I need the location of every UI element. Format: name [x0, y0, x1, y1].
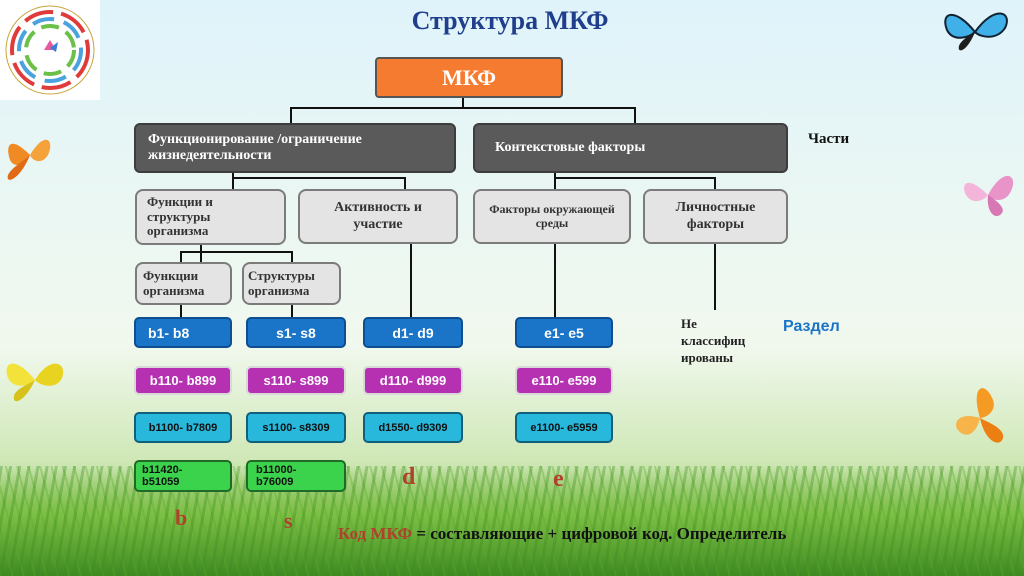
code-b-level3-label: b1100- b7809	[148, 421, 218, 434]
connector	[180, 304, 182, 318]
section-label: Раздел	[783, 318, 840, 335]
connector	[232, 172, 234, 190]
part-context-label: Контекстовые факторы	[495, 140, 646, 155]
code-s-level2-label: s110- s899	[263, 373, 329, 388]
butterfly-icon	[944, 12, 1008, 51]
code-d-level2: d110- d999	[363, 366, 463, 395]
letter-e: e	[553, 466, 564, 492]
code-e-level3-label: e1100- e5959	[530, 421, 598, 434]
code-b-level2: b110- b899	[134, 366, 232, 395]
connector	[291, 251, 293, 263]
connector	[232, 177, 406, 179]
code-d-level3: d1550- d9309	[363, 412, 463, 443]
component-environment-label: Факторы окружающей среды	[489, 201, 615, 230]
letter-s: s	[284, 508, 293, 533]
code-e-level1: e1- e5	[515, 317, 613, 348]
root-label: МКФ	[442, 64, 496, 90]
code-b-level4: b11420- b51059	[134, 460, 232, 492]
component-personal: Личностные факторы	[643, 189, 788, 244]
page-title: Структура МКФ	[411, 6, 609, 35]
logo-emblem-icon	[5, 5, 95, 95]
code-d-level1: d1- d9	[363, 317, 463, 348]
butterfly-icon	[956, 388, 1004, 443]
subcomponent-structures-label: Структуры организма	[248, 267, 315, 298]
code-e-level1-label: e1- e5	[544, 324, 584, 341]
code-e-level2: e110- e599	[515, 366, 613, 395]
connector	[290, 107, 292, 124]
code-s-level4: b11000- b76009	[246, 460, 346, 492]
code-e-level3: e1100- e5959	[515, 412, 613, 443]
code-b-level1: b1- b8	[134, 317, 232, 348]
butterfly-icon	[964, 175, 1014, 217]
code-b-level1-label: b1- b8	[148, 324, 190, 341]
code-s-level3-label: s1100- s8309	[262, 421, 330, 434]
parts-label: Части	[808, 131, 850, 147]
code-d-level2-label: d110- d999	[379, 373, 447, 388]
code-d-level1-label: d1- d9	[392, 324, 434, 341]
connector	[714, 177, 716, 190]
part-functioning: Функционирование /ограничение жизнедеяте…	[134, 123, 456, 173]
subcomponent-functions: Функции организма	[135, 262, 232, 305]
code-b-level2-label: b110- b899	[149, 373, 217, 388]
connector	[634, 107, 636, 124]
component-body: Функции и структуры организма	[135, 189, 286, 245]
component-environment: Факторы окружающей среды	[473, 189, 631, 244]
part-context: Контекстовые факторы	[473, 123, 788, 173]
code-e-level2-label: e110- e599	[531, 373, 597, 388]
connector	[290, 107, 636, 109]
formula-text: Код МКФ = составляющие + цифровой код. О…	[338, 524, 786, 544]
code-d-level3-label: d1550- d9309	[378, 421, 448, 434]
connector	[180, 251, 182, 263]
code-b-level3: b1100- b7809	[134, 412, 232, 443]
code-s-level1: s1- s8	[246, 317, 346, 348]
connector	[410, 244, 412, 318]
logo	[0, 0, 100, 100]
connector	[462, 96, 464, 108]
part-functioning-label: Функционирование /ограничение жизнедеяте…	[148, 132, 362, 163]
subcomponent-structures: Структуры организма	[242, 262, 341, 305]
component-activity-label: Активность и участие	[334, 200, 422, 232]
letter-b: b	[175, 505, 188, 530]
connector	[200, 243, 202, 263]
butterfly-icon	[7, 139, 51, 180]
code-s-level2: s110- s899	[246, 366, 346, 395]
connector	[180, 251, 293, 253]
formula-rest: = составляющие + цифровой код. Определит…	[412, 524, 787, 543]
code-s-level1-label: s1- s8	[276, 324, 316, 341]
not-classified-text: Не классифиц ированы	[681, 316, 746, 365]
butterfly-icon	[6, 363, 64, 402]
connector	[714, 244, 716, 310]
code-b-level4-label: b11420- b51059	[142, 464, 183, 488]
connector	[404, 177, 406, 190]
component-activity: Активность и участие	[298, 189, 458, 244]
component-body-label: Функции и структуры организма	[147, 193, 213, 239]
code-s-level4-label: b11000- b76009	[256, 464, 297, 488]
root-box: МКФ	[375, 57, 563, 98]
connector	[554, 244, 556, 318]
formula-prefix: Код МКФ	[338, 524, 413, 543]
connector	[554, 172, 556, 190]
code-s-level3: s1100- s8309	[246, 412, 346, 443]
component-personal-label: Личностные факторы	[675, 200, 756, 232]
connector	[554, 177, 716, 179]
connector	[291, 304, 293, 318]
letter-d: d	[402, 464, 416, 490]
subcomponent-functions-label: Функции организма	[143, 267, 205, 298]
